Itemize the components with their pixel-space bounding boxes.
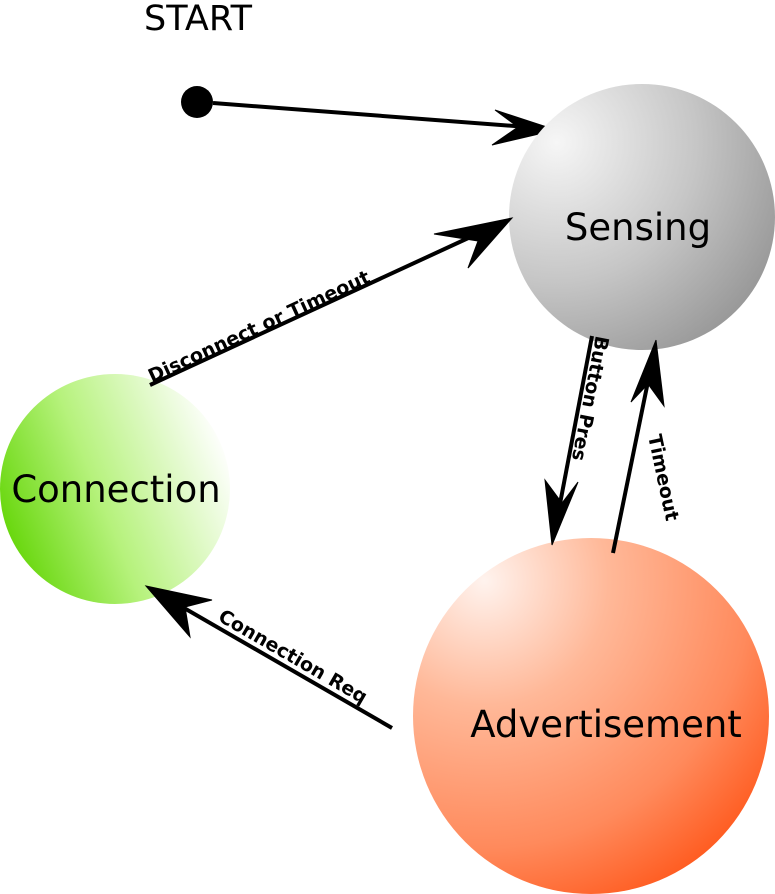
timeout-label: Timeout <box>643 432 683 522</box>
sensing-state-node <box>509 84 775 350</box>
connection-req-label: Connection Req <box>215 605 372 708</box>
button-press-label: Button Pres <box>567 334 613 463</box>
start-transition-arrow <box>212 101 558 146</box>
connection-state-label: Connection <box>11 468 220 511</box>
button-press-arrow <box>544 335 594 546</box>
sensing-state-label: Sensing <box>565 206 711 249</box>
timeout-arrow <box>611 339 665 554</box>
connection-state-node <box>0 374 230 604</box>
start-dot <box>181 86 213 118</box>
advertisement-state-label: Advertisement <box>470 703 742 746</box>
disconnect-or-timeout-arrow <box>149 217 514 387</box>
connection-req-arrow <box>144 585 393 730</box>
advertisement-state-node <box>413 538 769 894</box>
start-label: START <box>144 0 253 39</box>
disconnect-or-timeout-label: Disconnect or Timeout <box>145 266 374 387</box>
